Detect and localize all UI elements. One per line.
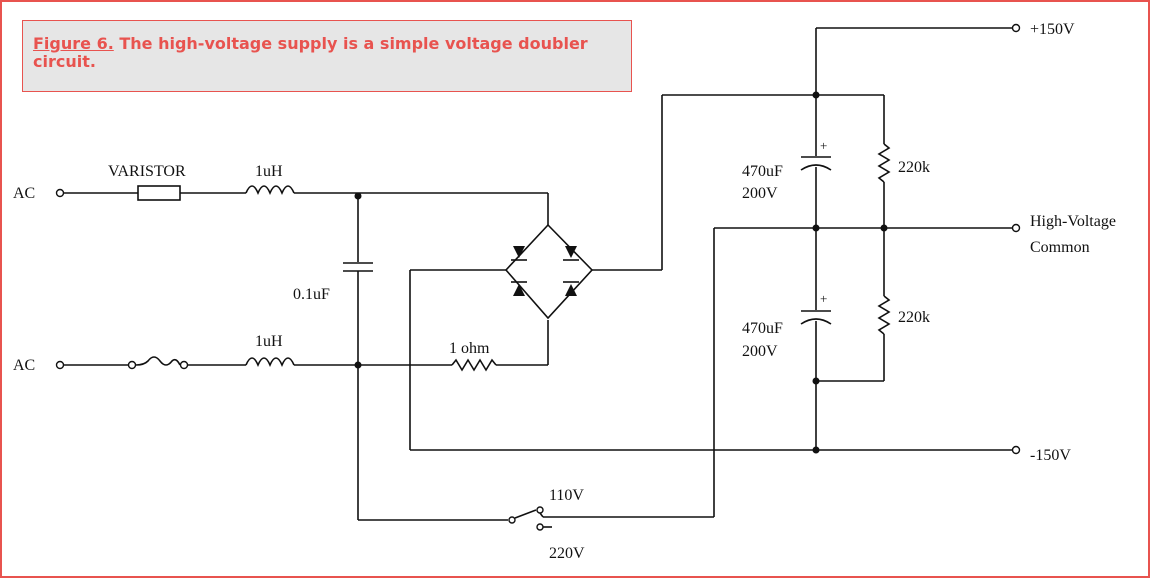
ac-bottom-terminal: [55, 360, 65, 370]
inductor-bottom-label: 1uH: [255, 333, 283, 350]
inductor-top-label: 1uH: [255, 163, 283, 180]
cap-top-value-label: 470uF: [742, 163, 783, 180]
inductor-bottom-symbol: [245, 357, 295, 368]
res-bottom-label: 220k: [898, 309, 930, 326]
bridge-rectifier-outline: [504, 223, 594, 320]
fuse-symbol: [135, 356, 181, 366]
switch-110-label: 110V: [549, 487, 584, 504]
out-minus-label: -150V: [1030, 447, 1071, 464]
cap-top-curved-plate: [800, 164, 832, 171]
res-bottom-symbol: [877, 295, 891, 335]
ac-top-terminal: [55, 188, 65, 198]
figure-reference: Figure 6.: [33, 34, 114, 53]
inductor-top-symbol: [245, 185, 295, 196]
diode-4: [563, 281, 579, 296]
varistor-label: VARISTOR: [108, 163, 186, 180]
switch-blade: [514, 509, 537, 519]
junction: [354, 361, 362, 369]
out-plus-terminal: [1011, 23, 1021, 33]
cap-top-voltage-label: 200V: [742, 185, 778, 202]
diode-3: [511, 281, 527, 296]
switch-220-label: 220V: [549, 545, 585, 562]
res-top-symbol: [877, 143, 891, 183]
cap-bottom-plus: +: [820, 291, 827, 306]
cap-small-label: 0.1uF: [293, 286, 330, 303]
switch-common-terminal: [508, 516, 516, 524]
resistor-1ohm-symbol: [451, 358, 497, 372]
wire: [539, 512, 544, 518]
switch-110-terminal: [536, 506, 544, 514]
cap-bottom-voltage-label: 200V: [742, 343, 778, 360]
cap-bottom-value-label: 470uF: [742, 320, 783, 337]
diode-2: [563, 246, 579, 261]
out-common-label-2: Common: [1030, 239, 1090, 256]
caption-text: The high-voltage supply is a simple volt…: [33, 34, 588, 71]
res-top-label: 220k: [898, 159, 930, 176]
out-common-label-1: High-Voltage: [1030, 213, 1116, 230]
switch-220-terminal: [536, 523, 544, 531]
ac-top-label: AC: [13, 185, 35, 202]
diode-1: [511, 246, 527, 261]
cap-bottom-curved-plate: [800, 318, 832, 325]
junction: [812, 446, 820, 454]
ac-bottom-label: AC: [13, 357, 35, 374]
fuse-terminal: [179, 360, 189, 370]
fuse-terminal: [127, 360, 137, 370]
out-minus-terminal: [1011, 445, 1021, 455]
figure-caption: Figure 6. The high-voltage supply is a s…: [22, 20, 632, 92]
varistor-symbol: [137, 185, 181, 201]
out-common-terminal: [1011, 223, 1021, 233]
cap-top-plus: +: [820, 138, 827, 153]
out-plus-label: +150V: [1030, 21, 1075, 38]
resistor-1ohm-label: 1 ohm: [449, 340, 490, 357]
